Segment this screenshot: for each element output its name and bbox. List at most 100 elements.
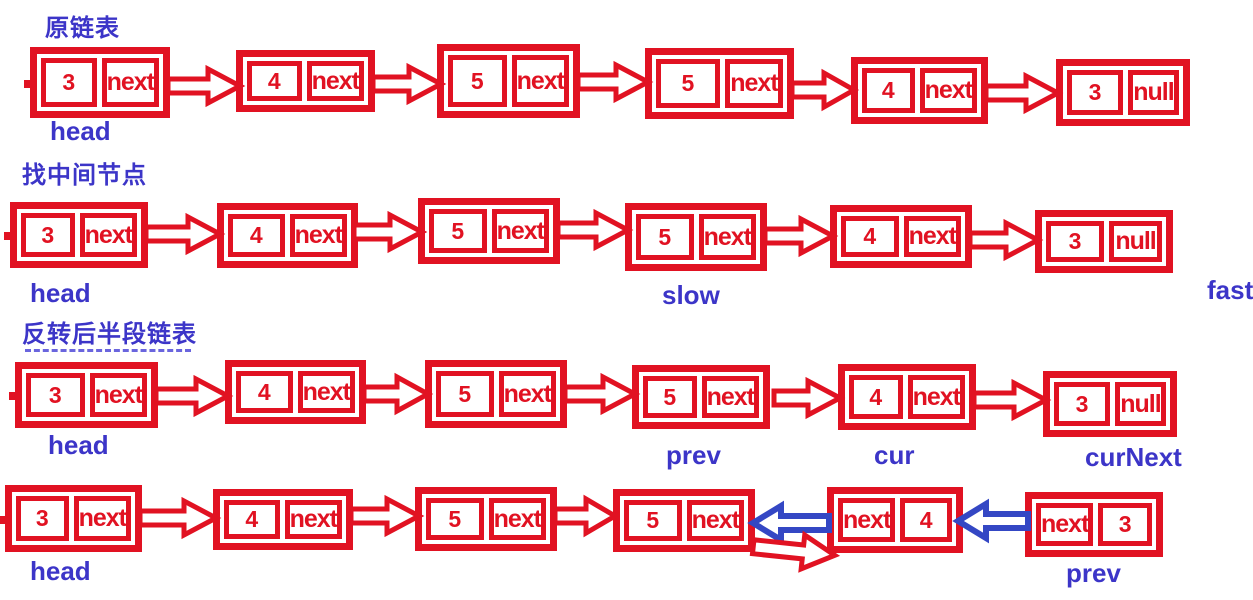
node-value-cell: 3	[41, 58, 97, 107]
node-value-cell: 5	[624, 500, 682, 541]
node-value-cell: 3	[1098, 503, 1152, 546]
node-value-cell: 5	[429, 209, 487, 253]
node-value-cell: 4	[247, 61, 302, 101]
next-pointer-arrow-icon	[562, 372, 641, 416]
node-value-cell: 5	[643, 376, 697, 418]
node-pointer-cell: next	[73, 496, 131, 541]
node-value-cell: 5	[448, 55, 507, 107]
next-pointer-arrow-icon	[552, 494, 620, 538]
node-value-cell: 3	[16, 496, 69, 541]
node-pointer-cell: next	[488, 498, 546, 540]
next-pointer-arrow-icon	[983, 71, 1064, 115]
node-left-tick	[0, 515, 12, 524]
node-value-cell: 4	[224, 500, 280, 539]
node-pointer-cell: next	[491, 209, 549, 253]
section-title-original-list: 原链表	[45, 15, 120, 42]
next-pointer-arrow-icon	[575, 60, 654, 104]
next-pointer-arrow-icon	[749, 527, 841, 576]
section-title-find-middle: 找中间节点	[22, 162, 147, 189]
label-head: head	[50, 116, 111, 146]
node-pointer-cell: next	[89, 373, 147, 417]
node-value-cell: 3	[26, 373, 85, 417]
label-slow: slow	[662, 280, 720, 310]
label-cur: cur	[874, 440, 915, 470]
next-pointer-arrow-icon	[153, 374, 234, 418]
section-title-reverse-second-half: 反转后半段链表	[22, 321, 197, 348]
next-pointer-arrow-icon	[789, 68, 860, 112]
node-pointer-cell: next	[907, 375, 965, 419]
next-pointer-arrow-icon	[771, 376, 846, 420]
node-value-cell: 5	[426, 498, 484, 540]
next-pointer-arrow-icon	[555, 208, 634, 252]
node-left-tick	[9, 392, 22, 400]
label-prev: prev	[1066, 558, 1121, 588]
node-value-cell: 4	[900, 498, 952, 542]
node-pointer-cell: null	[1114, 382, 1166, 426]
node-pointer-cell: next	[686, 500, 744, 541]
node-value-cell: 5	[636, 214, 694, 260]
node-value-cell: 4	[228, 214, 285, 257]
node-value-cell: 3	[1067, 70, 1123, 115]
next-pointer-arrow-icon	[370, 62, 447, 106]
node-pointer-cell: next	[289, 214, 347, 257]
label-prev: prev	[666, 440, 721, 470]
next-pointer-arrow-icon	[165, 64, 246, 108]
node-pointer-cell: next	[698, 214, 756, 260]
next-pointer-arrow-icon	[137, 496, 222, 540]
node-value-cell: 4	[862, 68, 915, 113]
next-pointer-arrow-icon	[971, 378, 1052, 422]
node-value-cell: 4	[841, 216, 899, 257]
node-left-tick	[24, 79, 37, 88]
node-value-cell: 3	[1046, 221, 1105, 262]
node-pointer-cell: next	[724, 59, 783, 108]
node-pointer-cell: null	[1127, 70, 1179, 115]
label-curnext: curNext	[1085, 442, 1182, 472]
node-pointer-cell: next	[498, 371, 556, 417]
node-value-cell: 3	[21, 213, 75, 257]
node-pointer-cell: next	[511, 55, 569, 107]
node-pointer-cell: next	[297, 371, 355, 413]
node-value-cell: 4	[849, 375, 903, 419]
node-value-cell: 5	[436, 371, 494, 417]
node-value-cell: 5	[656, 59, 720, 108]
node-pointer-cell: next	[101, 58, 159, 107]
node-pointer-cell: null	[1109, 221, 1162, 262]
reversed-pointer-arrow-icon	[747, 500, 832, 546]
node-pointer-cell: next	[79, 213, 137, 257]
node-pointer-cell: next	[919, 68, 977, 113]
next-pointer-arrow-icon	[762, 214, 839, 258]
reversed-pointer-arrow-icon	[952, 498, 1031, 544]
node-pointer-cell: next	[838, 498, 896, 542]
node-value-cell: 3	[1054, 382, 1110, 426]
label-head: head	[30, 278, 91, 308]
next-pointer-arrow-icon	[143, 212, 226, 256]
node-pointer-cell: next	[1036, 503, 1094, 546]
next-pointer-arrow-icon	[361, 372, 434, 416]
label-head: head	[48, 430, 109, 460]
node-pointer-cell: next	[903, 216, 961, 257]
node-pointer-cell: next	[284, 500, 342, 539]
node-left-tick	[4, 232, 17, 240]
node-pointer-cell: next	[701, 376, 759, 418]
